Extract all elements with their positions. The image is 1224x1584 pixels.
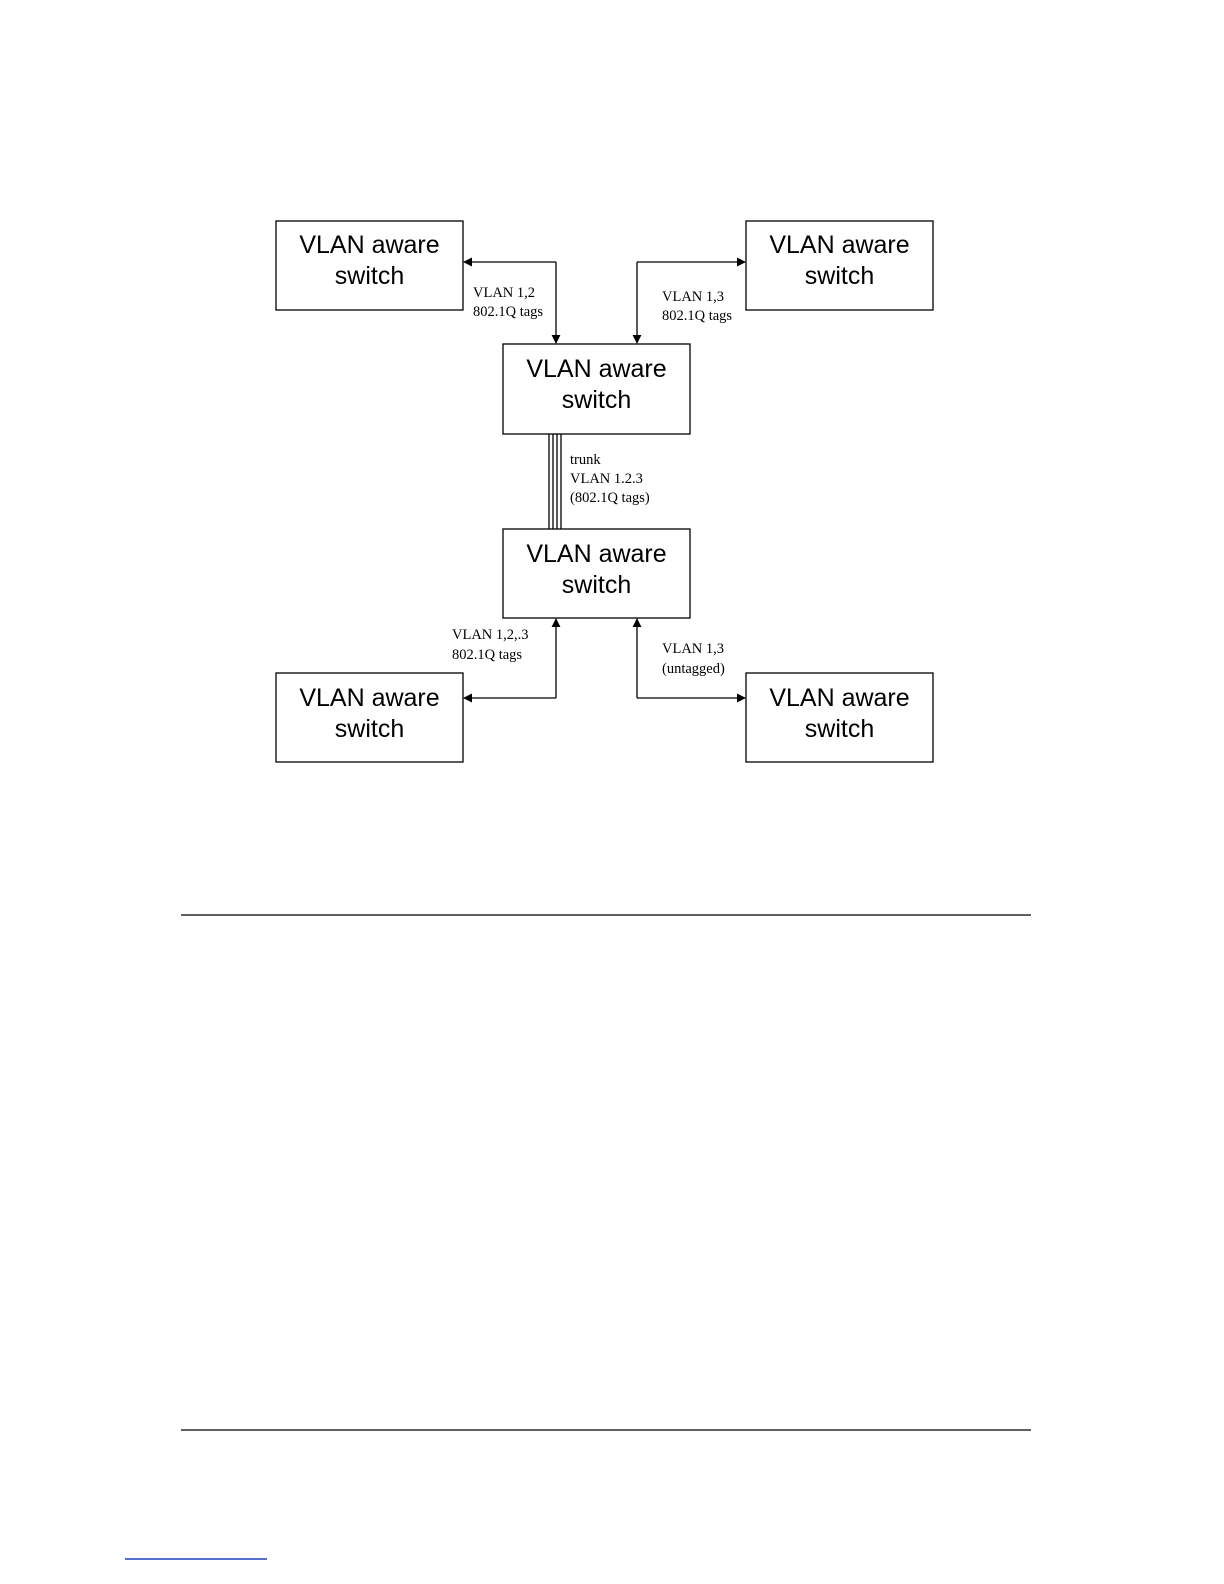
switch-label-line1: VLAN aware bbox=[769, 231, 909, 259]
switch-center-lower: VLAN aware switch bbox=[503, 529, 690, 618]
link-label-line: VLAN 1.2.3 bbox=[570, 471, 643, 487]
switch-label-line1: VLAN aware bbox=[526, 355, 666, 383]
link-label-top-right: VLAN 1,3 802.1Q tags bbox=[662, 289, 732, 324]
trunk-connector bbox=[549, 434, 561, 529]
link-label-line: 802.1Q tags bbox=[473, 304, 543, 320]
switch-label-line1: VLAN aware bbox=[526, 540, 666, 568]
link-label-bottom-right: VLAN 1,3 (untagged) bbox=[662, 641, 725, 677]
switch-center-upper: VLAN aware switch bbox=[503, 344, 690, 434]
switch-bottom-left: VLAN aware switch bbox=[276, 673, 463, 762]
switch-label-line2: switch bbox=[562, 571, 631, 599]
link-label-line: trunk bbox=[570, 452, 601, 468]
link-label-line: VLAN 1,2,.3 bbox=[452, 627, 529, 643]
switch-label-line2: switch bbox=[562, 386, 631, 414]
switch-label-line1: VLAN aware bbox=[769, 684, 909, 712]
switch-top-right: VLAN aware switch bbox=[746, 221, 933, 310]
link-label-line: 802.1Q tags bbox=[662, 308, 732, 324]
switch-label-line2: switch bbox=[335, 262, 404, 290]
switch-label-line2: switch bbox=[805, 262, 874, 290]
switch-label-line1: VLAN aware bbox=[299, 231, 439, 259]
switch-label-line2: switch bbox=[335, 715, 404, 743]
switch-label-line1: VLAN aware bbox=[299, 684, 439, 712]
switch-label-line2: switch bbox=[805, 715, 874, 743]
link-label-line: VLAN 1,3 bbox=[662, 641, 724, 657]
link-label-line: VLAN 1,2 bbox=[473, 285, 535, 301]
switch-bottom-right: VLAN aware switch bbox=[746, 673, 933, 762]
link-label-top-left: VLAN 1,2 802.1Q tags bbox=[473, 285, 543, 320]
link-label-trunk: trunk VLAN 1.2.3 (802.1Q tags) bbox=[570, 452, 650, 506]
switch-top-left: VLAN aware switch bbox=[276, 221, 463, 310]
link-label-bottom-left: VLAN 1,2,.3 802.1Q tags bbox=[452, 627, 529, 663]
link-label-line: VLAN 1,3 bbox=[662, 289, 724, 305]
link-label-line: (802.1Q tags) bbox=[570, 490, 650, 506]
link-label-line: (untagged) bbox=[662, 661, 725, 677]
link-label-line: 802.1Q tags bbox=[452, 647, 522, 663]
